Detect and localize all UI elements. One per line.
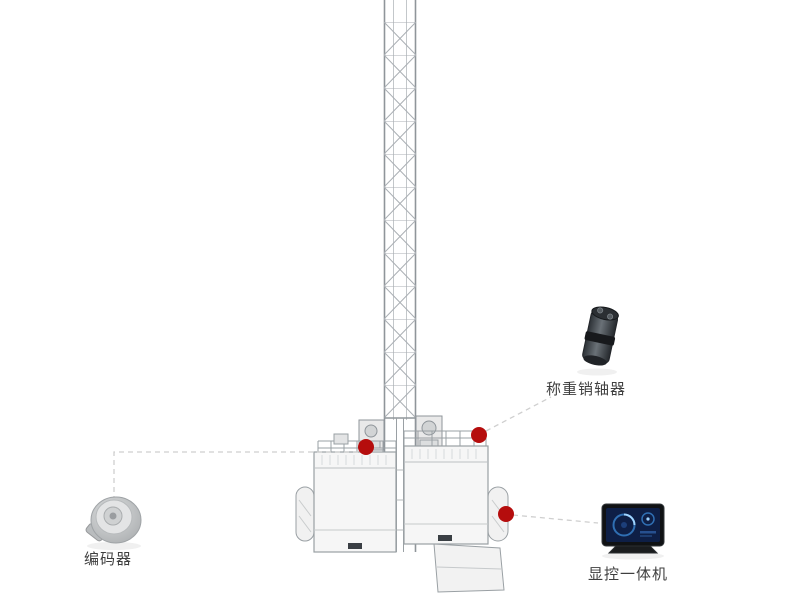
- leader-lines: [113, 396, 599, 524]
- label-display-unit: 显控一体机: [587, 565, 668, 583]
- leader-line-display: [512, 514, 599, 524]
- label-weighing-pin: 称重销轴器: [545, 380, 626, 398]
- leader-line-encoder: [113, 451, 358, 498]
- right-cage: [403, 430, 509, 593]
- marker-display: [498, 506, 514, 522]
- rotary-encoder-icon: [85, 496, 142, 550]
- marker-dots: [358, 427, 514, 522]
- label-encoder: 编码器: [83, 550, 132, 568]
- load-pin-sensor-icon: [577, 306, 619, 376]
- display-terminal-icon: [601, 503, 665, 560]
- left-cage: [295, 433, 397, 553]
- mast: [383, 0, 417, 552]
- marker-encoder: [358, 439, 374, 455]
- leader-line-weighing-pin: [485, 396, 552, 432]
- marker-weighing-pin: [471, 427, 487, 443]
